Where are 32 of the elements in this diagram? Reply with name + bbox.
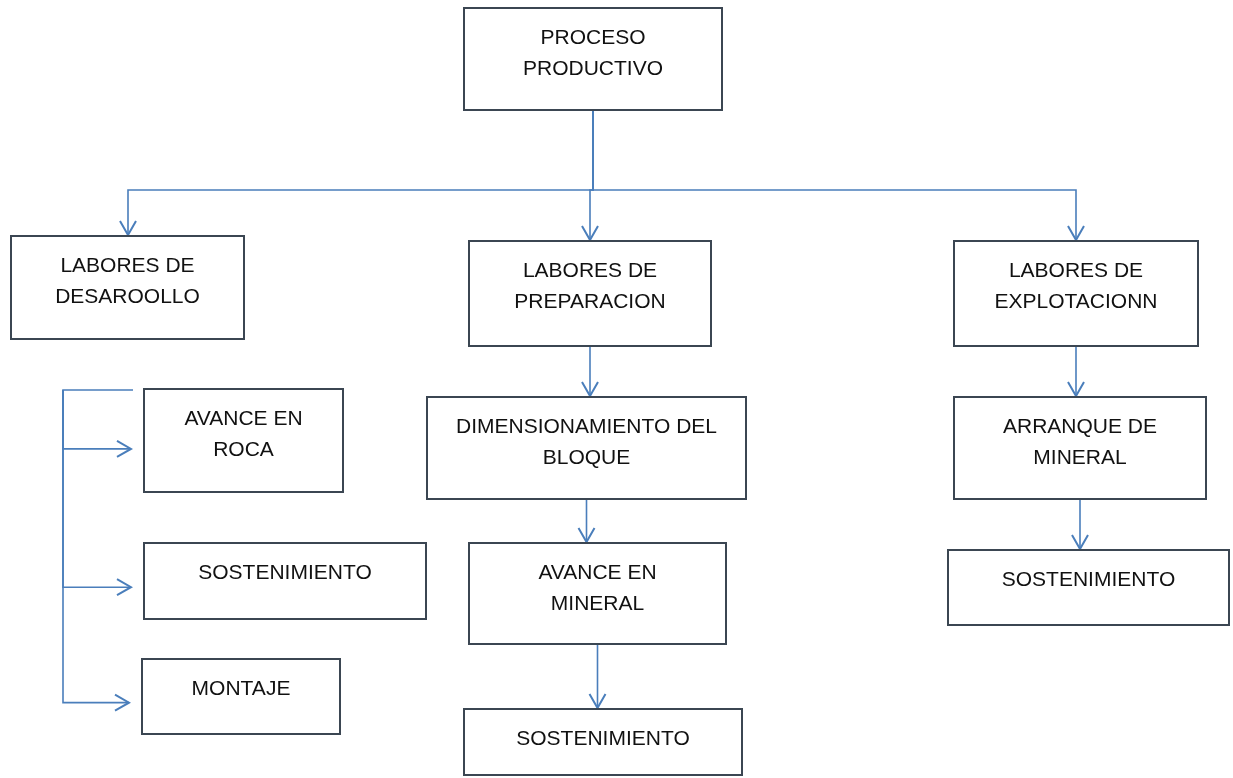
box-label: DIMENSIONAMIENTO DEL BLOQUE [455,413,718,470]
arrow [577,499,596,543]
process-box [953,396,1207,500]
box-label: PROCESO PRODUCTIVO [522,24,664,81]
box-label: MONTAJE [191,675,291,701]
process-box [947,549,1230,626]
process-box [463,708,743,776]
process-box [10,235,245,340]
process-box [143,388,344,493]
box-label: AVANCE EN MINERAL [537,559,658,616]
process-box [468,542,727,645]
box-label: LABORES DE PREPARACION [513,257,667,314]
arrow [62,389,134,458]
box-label: SOSTENIMIENTO [1001,566,1176,592]
box-label: SOSTENIMIENTO [516,725,690,751]
arrow [581,346,599,397]
process-box [141,658,341,735]
arrow [62,389,130,712]
box-label: SOSTENIMIENTO [198,559,372,585]
arrow [1071,499,1089,550]
process-box [143,542,427,620]
box-label: LABORES DE DESAROOLLO [54,252,201,309]
process-box [953,240,1199,347]
process-box [426,396,747,500]
process-box [468,240,712,347]
arrow [592,110,1085,241]
box-label: LABORES DE EXPLOTACIONN [993,257,1159,314]
arrow [588,644,607,709]
box-label: AVANCE EN ROCA [183,405,304,462]
arrow [1067,346,1085,397]
process-box [463,7,723,111]
box-label: ARRANQUE DE MINERAL [1002,413,1158,470]
